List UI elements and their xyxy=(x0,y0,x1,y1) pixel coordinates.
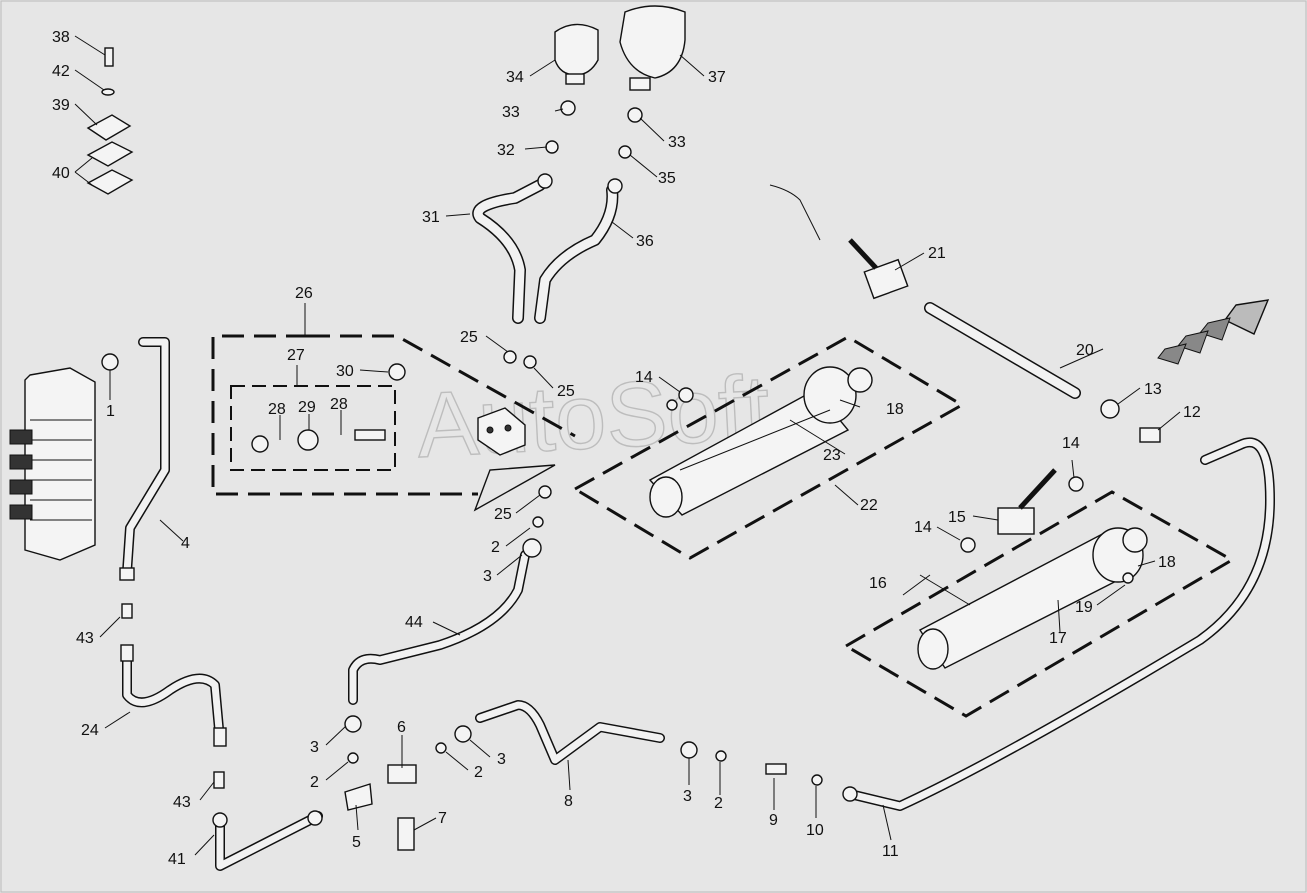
travel-direction-arrow xyxy=(1157,299,1270,365)
callout: 27 xyxy=(287,347,305,364)
callout: 5 xyxy=(352,834,361,851)
callout: 13 xyxy=(1144,381,1162,398)
callout: 41 xyxy=(168,851,186,868)
control-valve-block xyxy=(9,367,96,561)
callout: 20 xyxy=(1076,342,1094,359)
callout: 14 xyxy=(635,369,653,386)
callout: 6 xyxy=(397,719,406,736)
callout: 14 xyxy=(914,519,932,536)
callout: 23 xyxy=(823,447,841,464)
callout: 9 xyxy=(769,812,778,829)
callout: 29 xyxy=(298,399,316,416)
callout: 14 xyxy=(1062,435,1080,452)
accumulator-37 xyxy=(619,5,686,91)
callout: 18 xyxy=(886,401,904,418)
ball-valve-15 xyxy=(997,468,1057,535)
callout: 43 xyxy=(76,630,94,647)
callout: 34 xyxy=(506,69,524,86)
accumulator-34 xyxy=(554,23,599,85)
callout: 4 xyxy=(181,535,190,552)
callout: 7 xyxy=(438,810,447,827)
callout: 33 xyxy=(668,134,686,151)
callout: 12 xyxy=(1183,404,1201,421)
callout: 25 xyxy=(557,383,575,400)
callout: 2 xyxy=(474,764,483,781)
callout: 25 xyxy=(460,329,478,346)
callout: 19 xyxy=(1075,599,1093,616)
pipe-network xyxy=(122,179,1275,871)
callout: 11 xyxy=(882,843,899,860)
callout: 10 xyxy=(806,822,824,839)
callout: 1 xyxy=(106,403,115,420)
callout: 32 xyxy=(497,142,515,159)
callout: 21 xyxy=(928,245,946,262)
callout: 33 xyxy=(502,104,520,121)
callout: 28 xyxy=(268,401,286,418)
assembly-outlines xyxy=(211,334,1236,718)
callout: 16 xyxy=(869,575,887,592)
callout: 15 xyxy=(948,509,966,526)
hydraulic-cylinder-lower xyxy=(917,527,1148,670)
callout: 28 xyxy=(330,396,348,413)
callout: 38 xyxy=(52,29,70,46)
callout: 43 xyxy=(173,794,191,811)
callout: 31 xyxy=(422,209,440,226)
callout: 3 xyxy=(310,739,319,756)
callout: 30 xyxy=(336,363,354,380)
callout: 39 xyxy=(52,97,70,114)
manifold-block xyxy=(251,407,526,456)
clamp-assembly xyxy=(86,47,134,195)
callout: 3 xyxy=(497,751,506,768)
callout: 26 xyxy=(295,285,313,302)
ball-valve-21 xyxy=(769,184,909,300)
callout: 24 xyxy=(81,722,99,739)
callout: 36 xyxy=(636,233,654,250)
callout: 17 xyxy=(1049,630,1067,647)
callout: 2 xyxy=(714,795,723,812)
callout-labels: 38 42 39 40 34 33 32 37 33 35 31 36 21 2… xyxy=(52,29,1201,868)
callout: 37 xyxy=(708,69,726,86)
callout: 2 xyxy=(310,774,319,791)
leader-lines xyxy=(74,35,1181,856)
callout: 3 xyxy=(683,788,692,805)
fittings xyxy=(101,100,1161,851)
callout: 40 xyxy=(52,165,70,182)
callout: 25 xyxy=(494,506,512,523)
hydraulic-cylinder-upper xyxy=(648,366,873,518)
callout: 44 xyxy=(405,614,423,631)
callout: 42 xyxy=(52,63,70,80)
callout: 2 xyxy=(491,539,500,556)
callout: 3 xyxy=(483,568,492,585)
callout: 35 xyxy=(658,170,676,187)
callout: 8 xyxy=(564,793,573,810)
callout: 18 xyxy=(1158,554,1176,571)
callout: 22 xyxy=(860,497,878,514)
